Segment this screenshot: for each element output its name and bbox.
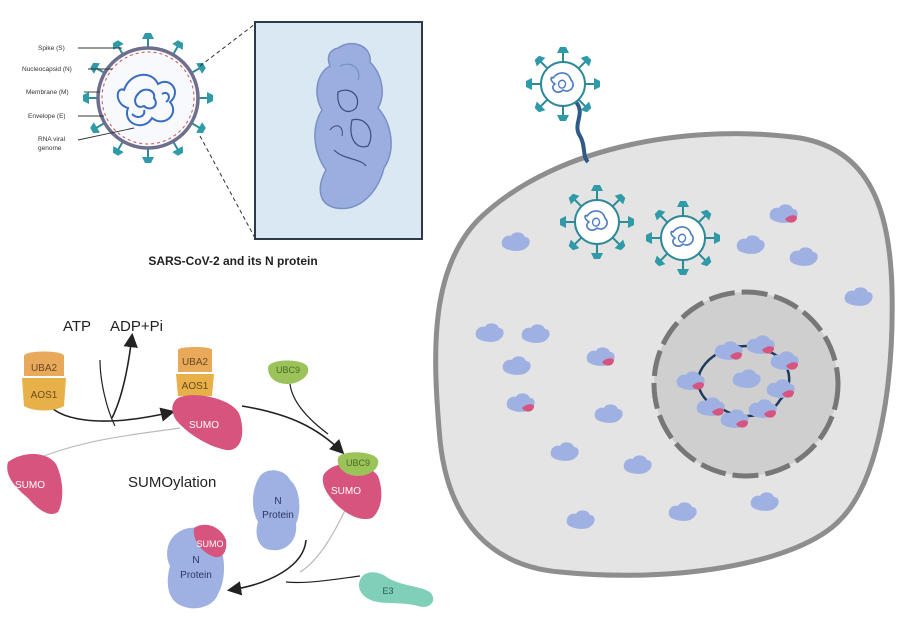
uba2-aos1-sumo-complex: UBA2 AOS1 SUMO (172, 347, 243, 451)
label-nucleocapsid: Nucleocapsid (N) (22, 66, 72, 73)
n-protein-free-line2: Protein (262, 510, 294, 521)
entering-virus (525, 46, 601, 164)
label-envelope: Envelope (E) (28, 113, 66, 120)
ubc9-free-label: UBC9 (276, 365, 300, 375)
n-protein-structure (314, 42, 392, 210)
zoom-lines (199, 23, 256, 239)
virus-illustration: Spike (S) Nucleocapsid (N) Membrane (M) … (22, 32, 214, 164)
atp-label: ATP (63, 318, 91, 335)
aos1-mid-label: AOS1 (182, 381, 209, 392)
nucleus (651, 289, 841, 479)
virus-rna-genome (116, 74, 176, 127)
n-protein-sumo-line2: Protein (180, 570, 212, 581)
sumoylated-n-protein: SUMO N Protein (167, 524, 227, 609)
sumo-complex-label: SUMO (331, 486, 361, 497)
label-spike: Spike (S) (38, 45, 65, 52)
n-protein-inset (254, 21, 423, 240)
label-membrane: Membrane (M) (26, 89, 69, 96)
uba2-mid-label: UBA2 (182, 357, 209, 368)
sumo-attached-label: SUMO (197, 539, 224, 549)
sumoylation-pathway: ATP ADP+Pi UBA2 AOS1 UBA2 AOS1 SUMO SUMO… (7, 318, 434, 609)
nuclear-rna-loop (676, 335, 799, 428)
caption: SARS-CoV-2 and its N protein (148, 254, 317, 268)
e3-ligase: E3 (358, 572, 434, 607)
virus-label-lines (77, 47, 135, 141)
label-rna-line2: genome (38, 145, 62, 152)
sumo-free: SUMO (7, 453, 63, 515)
ubc9-free: UBC9 (268, 360, 309, 384)
host-cell (433, 46, 895, 578)
uba2-aos1-left: UBA2 AOS1 (22, 351, 66, 411)
n-protein-free-line1: N (274, 496, 281, 507)
adp-label: ADP+Pi (110, 318, 163, 335)
e3-label: E3 (382, 586, 393, 596)
label-rna-line1: RNA viral (38, 136, 66, 143)
intracellular-virus-1 (559, 184, 635, 260)
sumo-ubc9-complex: UBC9 SUMO (322, 452, 382, 520)
intracellular-virus-2 (645, 200, 721, 276)
n-protein-free: N Protein (252, 470, 300, 551)
aos1-left-label: AOS1 (31, 390, 58, 401)
uba2-left-label: UBA2 (31, 363, 58, 374)
sumo-free-label: SUMO (15, 480, 45, 491)
sumoylation-label: SUMOylation (128, 474, 216, 491)
n-protein-sumo-line1: N (192, 555, 199, 566)
virus-membrane (96, 46, 200, 150)
sumo-mid-label: SUMO (189, 420, 219, 431)
ubc9-complex-label: UBC9 (346, 458, 370, 468)
